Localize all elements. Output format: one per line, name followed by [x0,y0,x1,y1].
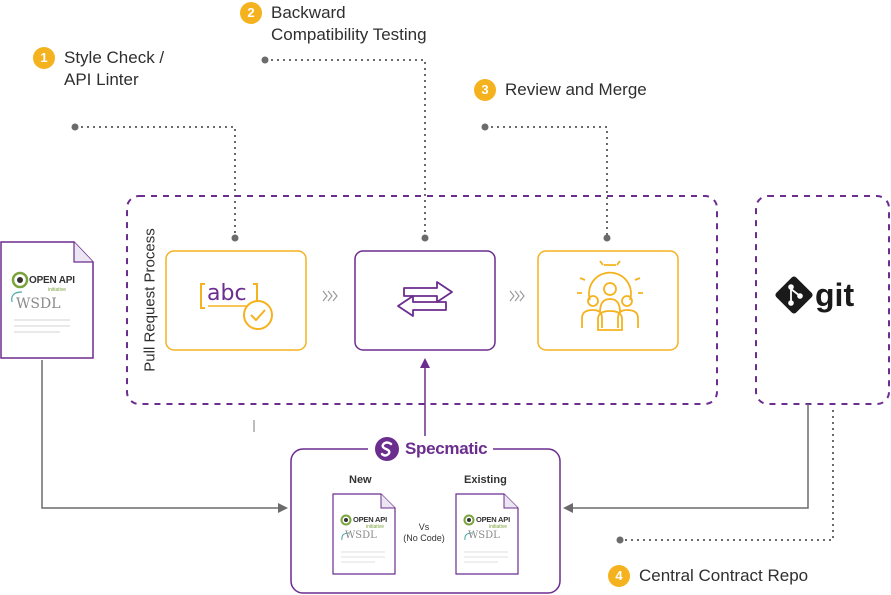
specmatic-brand-text: Specmatic [405,439,488,458]
connector-dot [71,123,79,131]
style-check-box [165,250,307,351]
review-merge-connector [485,126,608,238]
connector-dot [616,536,624,544]
wsdl-logo-text: WSDL [345,530,377,541]
step-label: Review and Merge [505,80,647,99]
vs-text: Vs [418,522,430,532]
step-label: Central Contract Repo [639,566,809,585]
specmatic-logo-icon [375,437,399,461]
wsdl-logo-text: WSDL [16,296,61,312]
git-container [755,195,890,405]
step-central-repo: 4 Central Contract Repo [608,565,808,587]
step-review-merge: 3 Review and Merge [474,79,647,101]
backward-compat-box [354,250,496,351]
step-label: Backward Compatibility Testing [271,3,427,44]
existing-label: Existing [464,474,507,486]
team-gear-icon [577,260,643,331]
git-logo-text: git [815,277,855,313]
swap-arrows-icon [397,281,453,317]
wsdl-logo-text: WSDL [468,530,500,541]
git-to-specmatic-arrow [563,404,809,513]
step-number-badge: 1 [33,47,55,69]
source-contract-document [0,241,94,359]
openapi-logo-subtext: initiative [48,287,67,293]
pull-request-label: Pull Request Process [141,228,159,372]
step-style-check: 1 Style Check / API Linter [33,47,164,91]
no-code-text: (No Code) [403,533,445,543]
new-contract-document [332,493,396,575]
step-number-badge: 3 [474,79,496,101]
existing-contract-document [455,493,519,575]
git-logo-icon [775,276,813,314]
openapi-logo-text: OPEN API [353,515,387,524]
chevron-right-icon [509,290,525,302]
source-to-specmatic-arrow [41,360,288,513]
connector-dot [481,123,489,131]
openapi-logo-text: OPEN API [29,275,75,286]
specmatic-logo: Specmatic [368,436,494,462]
pull-request-container [126,195,718,405]
backward-compat-connector [265,59,426,238]
openapi-logo-subtext: initiative [489,524,508,530]
style-check-connector [75,126,236,238]
review-merge-box [537,250,679,351]
openapi-logo-text: OPEN API [476,515,510,524]
openapi-logo-subtext: initiative [366,524,385,530]
connector-dot [421,234,429,242]
step-label: Style Check / API Linter [64,48,165,89]
vs-label: Vs (No Code) [398,522,450,544]
connector-dot [603,234,611,242]
connector-dot [231,234,239,242]
abc-text: abc [207,281,247,306]
new-label: New [349,474,372,486]
step-number-badge: 4 [608,565,630,587]
specmatic-container [290,448,561,594]
central-repo-connector [620,410,834,541]
chevron-right-icon [322,290,338,302]
linter-icon [200,283,273,330]
connector-dot [261,56,269,64]
step-backward-compat: 2 Backward Compatibility Testing [240,2,427,46]
step-number-badge: 2 [240,2,262,24]
